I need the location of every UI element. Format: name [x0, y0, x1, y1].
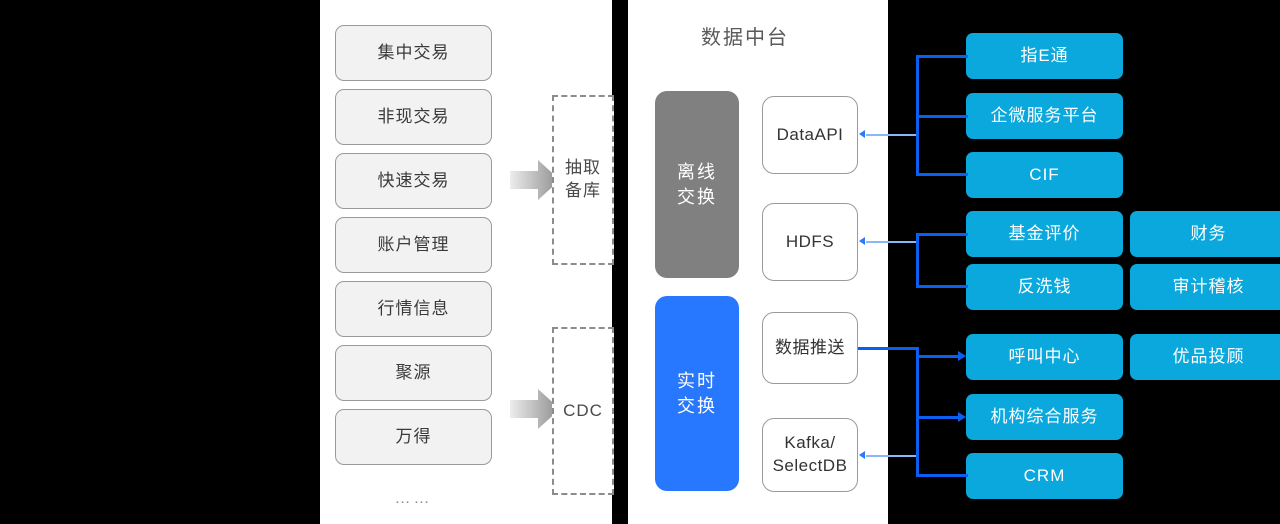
connector-to-cif: [916, 173, 968, 176]
source-box-1[interactable]: 集中交易: [335, 25, 492, 81]
source-label: 非现交易: [377, 106, 450, 126]
tech-box-kafka-selectdb[interactable]: Kafka/ SelectDB: [762, 418, 858, 492]
app-box-finance[interactable]: 财务: [1130, 211, 1280, 257]
app-label: 反洗钱: [1017, 276, 1072, 296]
source-label: 账户管理: [377, 234, 450, 254]
source-label: 快速交易: [377, 170, 450, 190]
app-label: 基金评价: [1008, 223, 1081, 243]
connector-to-institution-service: [916, 416, 960, 419]
source-box-5[interactable]: 行情信息: [335, 281, 492, 337]
source-box-7[interactable]: 万得: [335, 409, 492, 465]
ingest-label-line2: 备库: [565, 181, 601, 200]
connector-to-crm: [916, 474, 968, 477]
app-box-institution-service[interactable]: 机构综合服务: [966, 394, 1123, 440]
source-label: 集中交易: [377, 42, 450, 62]
stage-label-line1: 实时: [677, 371, 717, 392]
connector-to-qiwei: [916, 115, 968, 118]
app-box-zhietong[interactable]: 指E通: [966, 33, 1123, 79]
source-label: 行情信息: [377, 298, 450, 318]
app-label: 指E通: [1020, 45, 1069, 65]
connector-dataapi-stub: [866, 134, 918, 136]
connector-dataapi-arrowhead-icon: [859, 130, 865, 138]
source-box-3[interactable]: 快速交易: [335, 153, 492, 209]
app-label: 呼叫中心: [1008, 346, 1081, 366]
connector-hdfs-arrowhead-icon: [859, 237, 865, 245]
tech-label-line2: SelectDB: [772, 456, 848, 475]
gray-arrow-extract-icon: [508, 153, 562, 207]
ingest-label: CDC: [563, 400, 603, 420]
connector-to-zhietong: [916, 55, 968, 58]
stage-label-line1: 离线: [677, 162, 717, 183]
stage-label-line2: 交换: [677, 186, 717, 207]
app-label: CIF: [1029, 164, 1060, 184]
connector-hdfs-stub: [866, 241, 918, 243]
app-label: 财务: [1190, 223, 1227, 243]
stage-label-line2: 交换: [677, 395, 717, 416]
connector-groupB-trunk: [916, 233, 919, 288]
connector-to-fund-evaluation: [916, 233, 968, 236]
page-title: 数据中台: [701, 26, 789, 49]
app-label: 优品投顾: [1172, 346, 1245, 366]
app-box-anti-money-laundering[interactable]: 反洗钱: [966, 264, 1123, 310]
source-label: 聚源: [395, 362, 432, 382]
connector-kafka-stub: [866, 455, 918, 457]
ingest-label-line1: 抽取: [565, 158, 601, 178]
app-label: CRM: [1023, 465, 1066, 485]
tech-label: 数据推送: [775, 337, 845, 357]
tech-label: DataAPI: [776, 124, 844, 144]
app-box-audit[interactable]: 审计稽核: [1130, 264, 1280, 310]
connector-call-center-arrowhead-icon: [958, 351, 966, 361]
gray-arrow-cdc-icon: [508, 382, 562, 436]
app-label: 企微服务平台: [990, 105, 1099, 125]
connector-kafka-arrowhead-icon: [859, 451, 865, 459]
app-label: 机构综合服务: [990, 406, 1099, 426]
app-box-call-center[interactable]: 呼叫中心: [966, 334, 1123, 380]
connector-groupA-up: [916, 55, 919, 116]
stage-box-offline-exchange[interactable]: 离线 交换: [655, 91, 739, 278]
connector-groupD-trunk: [916, 419, 919, 477]
app-box-fund-evaluation[interactable]: 基金评价: [966, 211, 1123, 257]
source-list-ellipsis: ……: [394, 490, 433, 507]
ingest-box-extract[interactable]: 抽取 备库: [552, 95, 614, 265]
connector-institution-arrowhead-icon: [958, 412, 966, 422]
tech-label: HDFS: [785, 231, 835, 251]
app-box-qiwei-platform[interactable]: 企微服务平台: [966, 93, 1123, 139]
tech-label-line1: Kafka/: [784, 433, 836, 453]
source-label: 万得: [395, 426, 432, 446]
tech-box-hdfs[interactable]: HDFS: [762, 203, 858, 281]
app-label: 审计稽核: [1172, 276, 1245, 296]
source-box-2[interactable]: 非现交易: [335, 89, 492, 145]
app-box-crm[interactable]: CRM: [966, 453, 1123, 499]
connector-to-aml: [916, 285, 968, 288]
connector-groupC-trunk: [916, 347, 919, 419]
ingest-box-cdc[interactable]: CDC: [552, 327, 614, 495]
connector-datapush-stub: [858, 347, 918, 350]
source-box-4[interactable]: 账户管理: [335, 217, 492, 273]
connector-groupA-down: [916, 115, 919, 175]
tech-box-data-push[interactable]: 数据推送: [762, 312, 858, 384]
connector-to-call-center: [916, 355, 960, 358]
tech-box-dataapi[interactable]: DataAPI: [762, 96, 858, 174]
app-box-advisory[interactable]: 优品投顾: [1130, 334, 1280, 380]
app-box-cif[interactable]: CIF: [966, 152, 1123, 198]
stage-box-realtime-exchange[interactable]: 实时 交换: [655, 296, 739, 491]
source-box-6[interactable]: 聚源: [335, 345, 492, 401]
